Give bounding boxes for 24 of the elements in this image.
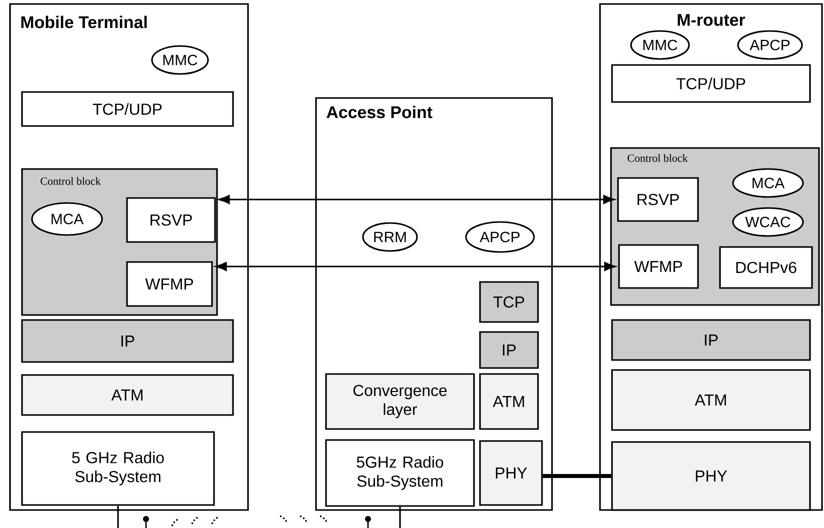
layer-box: TCP (479, 281, 539, 323)
layer-box: ATM (479, 373, 539, 430)
layer-box: IP (479, 331, 539, 369)
layer-box: IP (21, 319, 234, 363)
layer-box: IP (611, 319, 811, 361)
layer-box: TCP/UDP (611, 64, 811, 103)
layer-box: 5 GHz Radio Sub-System (21, 431, 215, 506)
layer-box: ATM (21, 374, 234, 416)
antenna-line (399, 506, 401, 528)
layer-box: ATM (611, 369, 811, 431)
layer-box: WFMP (126, 261, 213, 307)
antenna-line (117, 506, 119, 528)
thick-link (542, 474, 612, 478)
layer-box: TCP/UDP (21, 91, 234, 127)
layer-box: RSVP (126, 197, 216, 243)
layer-box: 5GHz Radio Sub-System (325, 439, 475, 507)
layer-box: Convergence layer (325, 373, 475, 430)
layer-box: DCHPv6 (719, 246, 813, 289)
layer-box: WFMP (618, 244, 699, 289)
double-arrow (218, 195, 615, 204)
layer-box: PHY (479, 440, 543, 506)
layer-box: RSVP (617, 177, 699, 222)
double-arrow (215, 262, 616, 271)
layer-box: PHY (611, 441, 811, 511)
